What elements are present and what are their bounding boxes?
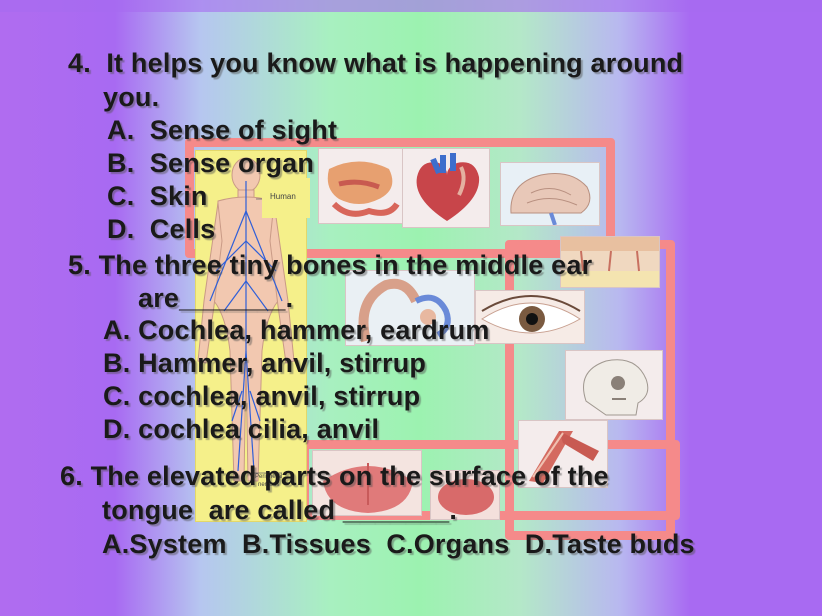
slide-top-band [0, 0, 822, 12]
question-6-prompt-line2: tongue are called _______. [102, 495, 458, 525]
human-body-figure [195, 150, 307, 522]
question-4-option-b[interactable]: B. Sense organ [107, 148, 315, 178]
brain-image [500, 162, 600, 226]
ear-image [345, 270, 475, 346]
digestive-organ-image [318, 148, 404, 224]
question-5-option-a[interactable]: A. Cochlea, hammer, eardrum [103, 315, 490, 345]
organ-image [430, 470, 500, 520]
question-6-prompt-line1: 6. The elevated parts on the surface of … [60, 461, 609, 491]
question-5-option-d[interactable]: D. cochlea cilia, anvil [103, 414, 380, 444]
eye-image [475, 290, 585, 344]
human-label: Human [270, 192, 296, 201]
heart-image [402, 148, 490, 228]
question-4-option-c[interactable]: C. Skin [107, 181, 208, 211]
question-4-option-a[interactable]: A. Sense of sight [107, 115, 338, 145]
skull-image [565, 350, 663, 420]
question-5-prompt-line1: 5. The three tiny bones in the middle ea… [68, 250, 593, 280]
collage-frame-top [185, 138, 615, 258]
question-5-option-b[interactable]: B. Hammer, anvil, stirrup [103, 348, 427, 378]
question-6-options[interactable]: A.System B.Tissues C.Organs D.Taste buds [102, 529, 695, 559]
tongue-image [312, 450, 422, 516]
question-4-prompt-line2: you. [103, 82, 160, 112]
question-4-prompt-line1: 4. It helps you know what is happening a… [68, 48, 684, 78]
question-5-prompt-line2: are_______. [138, 283, 294, 313]
nervous-label: nervous [258, 482, 280, 488]
question-5-option-c[interactable]: C. cochlea, anvil, stirrup [103, 381, 421, 411]
leg-muscle-image [518, 420, 608, 488]
question-4-option-d[interactable]: D. Cells [107, 214, 216, 244]
peripheral-label: Peripheral [255, 474, 283, 480]
human-label-panel: Human [262, 178, 310, 218]
skin-layers-image [560, 236, 660, 288]
